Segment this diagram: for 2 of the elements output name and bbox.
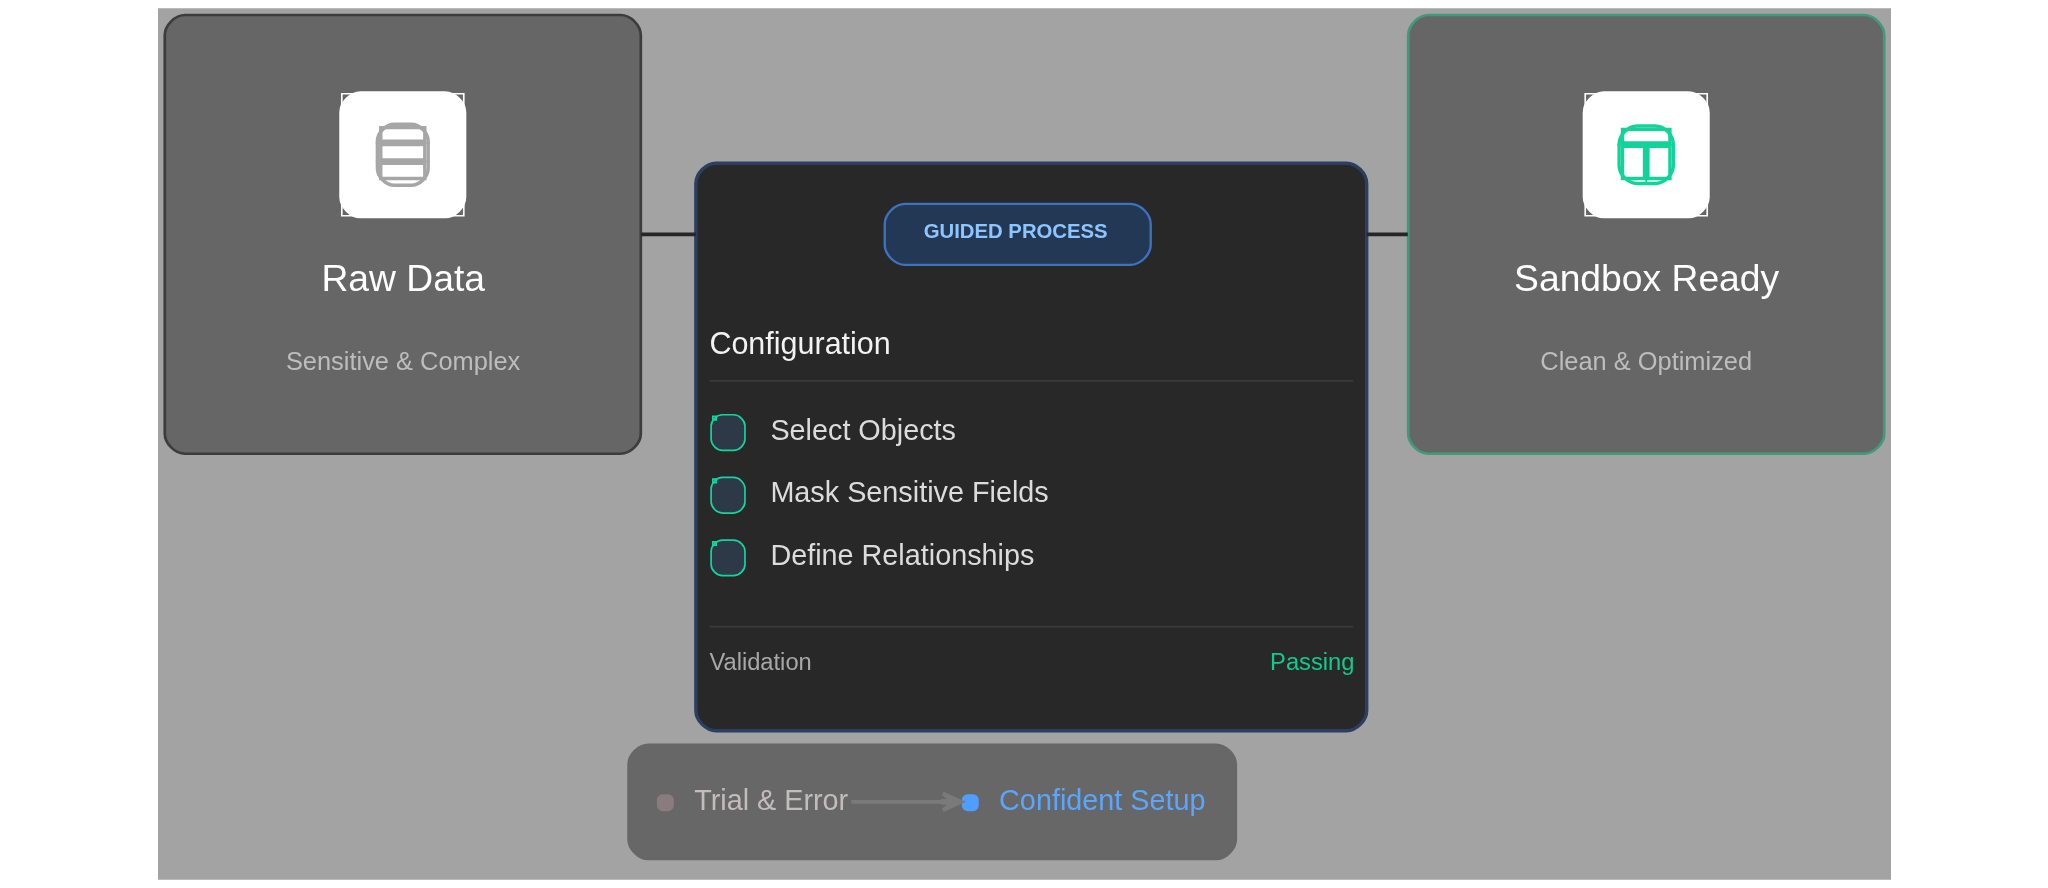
node-label: Confident Setup [998, 783, 1206, 816]
node-label: Trial & Error [693, 783, 848, 816]
